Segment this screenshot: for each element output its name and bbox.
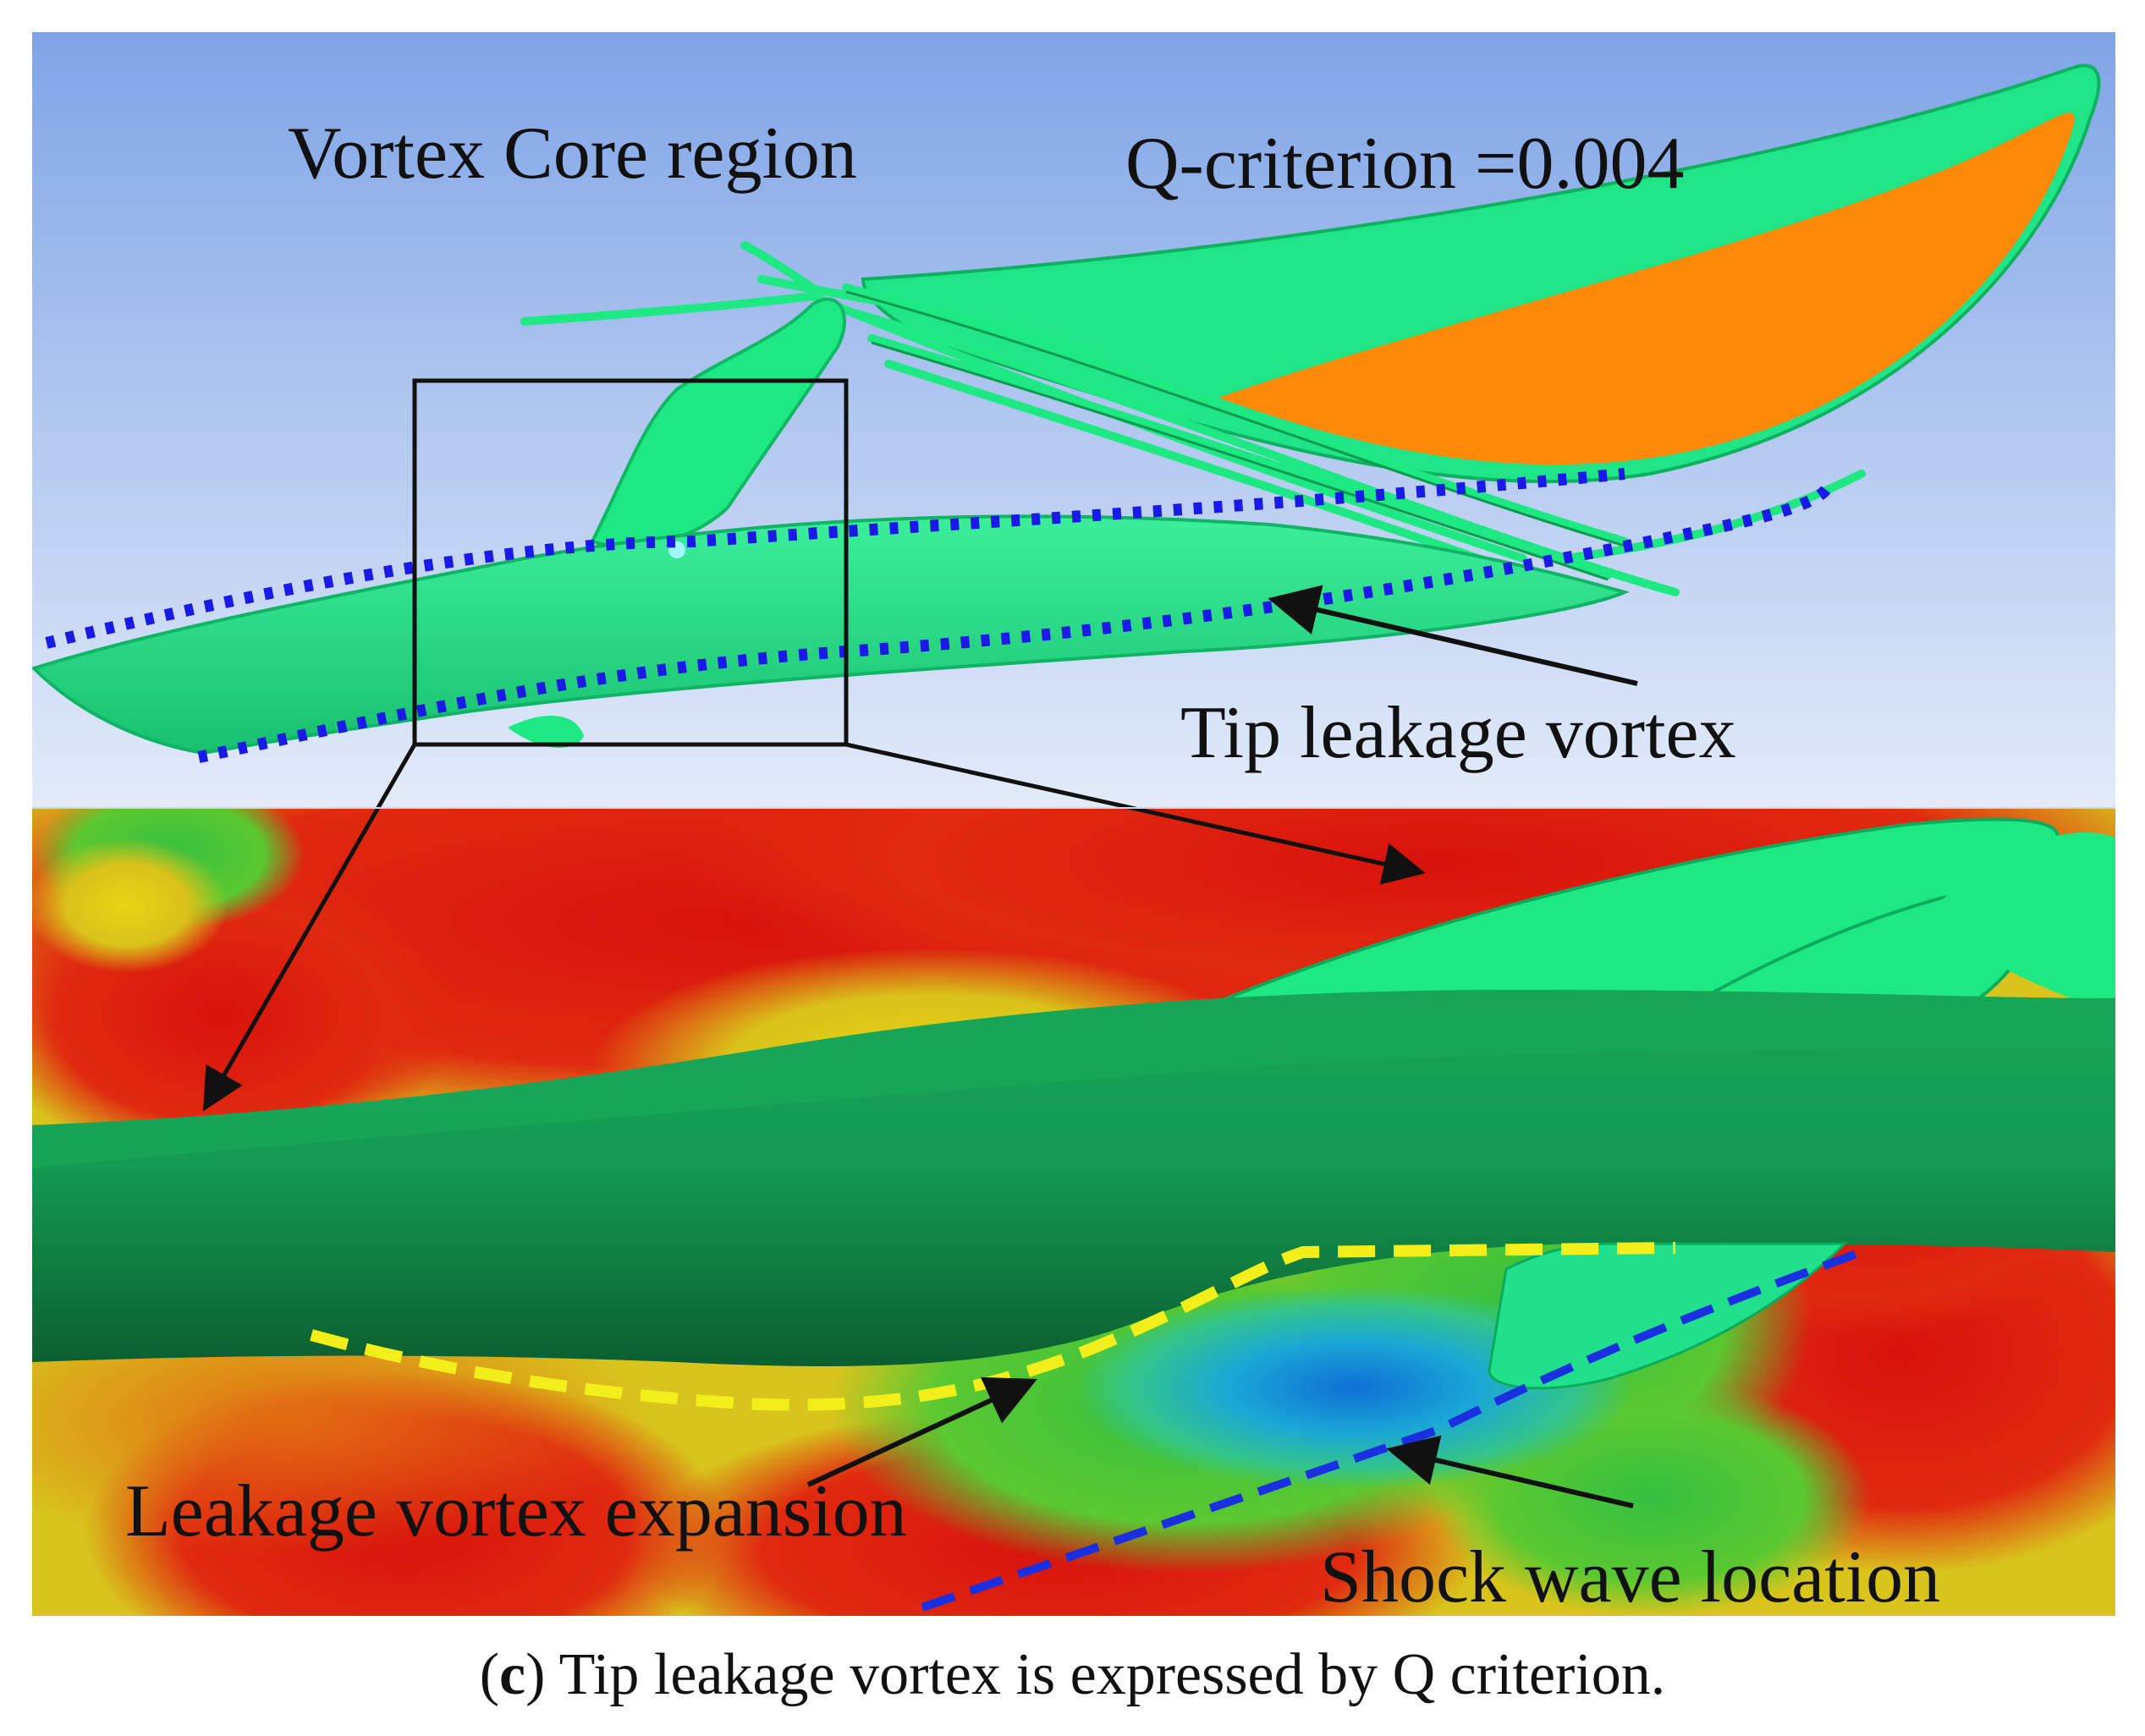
arrow-tip-leakage xyxy=(1268,585,1638,686)
arrow-expansion xyxy=(806,1376,1037,1487)
vortex-boundary-dotted xyxy=(45,468,1834,763)
vortex-branch xyxy=(590,297,847,549)
expansion-dashed-line xyxy=(310,1242,1676,1411)
label-q-criterion: Q-criterion =0.004 xyxy=(1125,123,1685,205)
label-leakage-vortex-expansion: Leakage vortex expansion xyxy=(125,1470,907,1552)
top-panel: Vortex Core region Q-criterion =0.004 Ti… xyxy=(32,32,2115,808)
bottom-panel: Leakage vortex expansion Shock wave loca… xyxy=(32,808,2115,1618)
zoom-arrow-left xyxy=(203,743,417,1112)
leakage-strands-dark xyxy=(845,290,1625,581)
figure-caption: (c) Tip leakage vortex is expressed by Q… xyxy=(0,1641,2145,1709)
label-vortex-core-region: Vortex Core region xyxy=(288,113,857,195)
caption-prefix: ( xyxy=(479,1642,500,1707)
tip-leakage-vortex-surface xyxy=(32,514,1630,755)
arrow-shock-wave xyxy=(1386,1435,1634,1508)
label-shock-wave-location: Shock wave location xyxy=(1320,1536,1940,1618)
label-tip-leakage-vortex: Tip leakage vortex xyxy=(1180,692,1736,774)
caption-text: ) Tip leakage vortex is expressed by Q c… xyxy=(525,1642,1666,1707)
caption-panel-letter: c xyxy=(499,1642,526,1707)
zoom-region-box xyxy=(412,378,849,747)
shock-wave-dashed-line xyxy=(921,1248,1863,1612)
